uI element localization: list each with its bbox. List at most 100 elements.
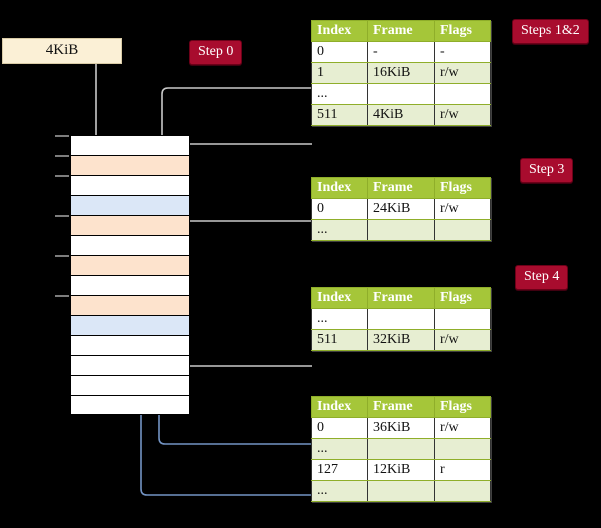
badge-step-4-label: Step 4 [524, 269, 560, 284]
memory-row-tick [55, 215, 69, 217]
cell-index: ... [311, 219, 368, 241]
cell-flags: r/w [434, 62, 491, 84]
cell-frame: 32KiB [367, 329, 435, 351]
badge-step-0: Step 0 [189, 40, 243, 65]
cell-frame: - [367, 41, 435, 63]
cell-flags: r/w [434, 329, 491, 351]
column-header-frame: Frame [367, 287, 435, 309]
virtual-address-box: 4KiB [2, 38, 122, 64]
cell-frame: 12KiB [367, 459, 435, 481]
memory-row-tick [55, 155, 69, 157]
table-row: ... [311, 83, 491, 105]
cell-frame [367, 438, 435, 460]
memory-frame-row [70, 335, 190, 355]
cell-index: 1 [311, 62, 368, 84]
badge-step-3: Step 3 [520, 158, 574, 183]
badge-steps-1-2: Steps 1&2 [512, 19, 589, 44]
memory-frame-row [70, 295, 190, 315]
badge-steps-1-2-label: Steps 1&2 [521, 23, 580, 38]
memory-row-tick [55, 295, 69, 297]
cell-flags: r/w [434, 198, 491, 220]
column-header-index: Index [311, 396, 368, 418]
cell-index: 511 [311, 104, 368, 126]
cell-index: ... [311, 438, 368, 460]
cell-frame [367, 219, 435, 241]
column-header-index: Index [311, 177, 368, 199]
cell-frame [367, 83, 435, 105]
cell-flags [434, 219, 491, 241]
cell-index: 127 [311, 459, 368, 481]
memory-frame-row [70, 355, 190, 375]
memory-frame-row [70, 215, 190, 235]
memory-frame-row [70, 235, 190, 255]
table-row: 0-- [311, 41, 491, 63]
memory-frame-row [70, 175, 190, 195]
column-header-index: Index [311, 20, 368, 42]
cell-flags: - [434, 41, 491, 63]
wire-step4 [177, 304, 312, 367]
memory-frame-row [70, 195, 190, 215]
cell-flags [434, 308, 491, 330]
memory-frame-row [70, 315, 190, 335]
cell-frame: 16KiB [367, 62, 435, 84]
memory-frame-row [70, 155, 190, 175]
table-row: ... [311, 438, 491, 460]
table-row: ... [311, 308, 491, 330]
wire-step3 [177, 220, 312, 256]
cell-frame: 24KiB [367, 198, 435, 220]
cell-flags [434, 438, 491, 460]
table-row: ... [311, 480, 491, 502]
column-header-frame: Frame [367, 396, 435, 418]
cell-flags: r [434, 459, 491, 481]
column-header-flags: Flags [434, 177, 491, 199]
table-row: ... [311, 219, 491, 241]
cell-flags [434, 480, 491, 502]
cell-index: ... [311, 480, 368, 502]
memory-frame-row [70, 135, 190, 155]
cell-frame [367, 308, 435, 330]
memory-frame-row [70, 395, 190, 415]
cell-frame [367, 480, 435, 502]
cell-index: ... [311, 308, 368, 330]
cell-index: 0 [311, 417, 368, 439]
badge-step-3-label: Step 3 [529, 162, 565, 177]
column-header-flags: Flags [434, 20, 491, 42]
cell-frame: 4KiB [367, 104, 435, 126]
cell-frame: 36KiB [367, 417, 435, 439]
memory-row-tick [55, 175, 69, 177]
cell-index: 511 [311, 329, 368, 351]
cell-index: ... [311, 83, 368, 105]
wire-step0 [91, 52, 103, 151]
cell-index: 0 [311, 41, 368, 63]
column-header-frame: Frame [367, 20, 435, 42]
cell-flags [434, 83, 491, 105]
column-header-frame: Frame [367, 177, 435, 199]
column-header-flags: Flags [434, 287, 491, 309]
badge-step-4: Step 4 [515, 265, 569, 290]
column-header-flags: Flags [434, 396, 491, 418]
memory-frame-row [70, 375, 190, 395]
memory-frame-row [70, 255, 190, 275]
cell-flags: r/w [434, 104, 491, 126]
column-header-index: Index [311, 287, 368, 309]
cell-flags: r/w [434, 417, 491, 439]
virtual-address-label: 4KiB [45, 42, 79, 58]
cell-index: 0 [311, 198, 368, 220]
badge-step-0-label: Step 0 [198, 44, 234, 59]
memory-frame-row [70, 275, 190, 295]
memory-row-tick [55, 135, 69, 137]
